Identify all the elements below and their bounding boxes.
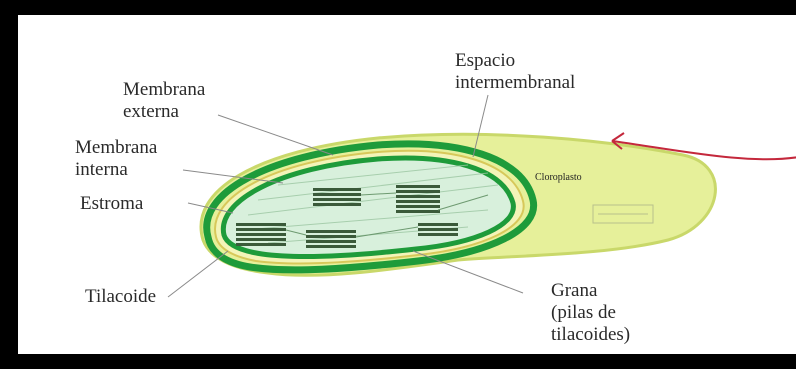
label-membrana-externa-2: externa — [123, 100, 179, 123]
diagram-panel: Espacio intermembranal Membrana externa … — [15, 15, 796, 354]
label-tilacoide: Tilacoide — [85, 285, 156, 308]
label-grana-2: (pilas de — [551, 301, 616, 324]
label-membrana-externa-1: Membrana — [123, 78, 205, 101]
label-cloroplasto: Cloroplasto — [535, 172, 582, 183]
label-grana-3: tilacoides) — [551, 323, 630, 346]
label-intermembranal: intermembranal — [455, 71, 575, 94]
label-grana-1: Grana — [551, 279, 597, 302]
granum-right-lower — [418, 223, 458, 236]
label-espacio: Espacio — [455, 49, 515, 72]
label-estroma: Estroma — [80, 192, 143, 215]
label-membrana-interna-2: interna — [75, 158, 128, 181]
label-membrana-interna-1: Membrana — [75, 136, 157, 159]
